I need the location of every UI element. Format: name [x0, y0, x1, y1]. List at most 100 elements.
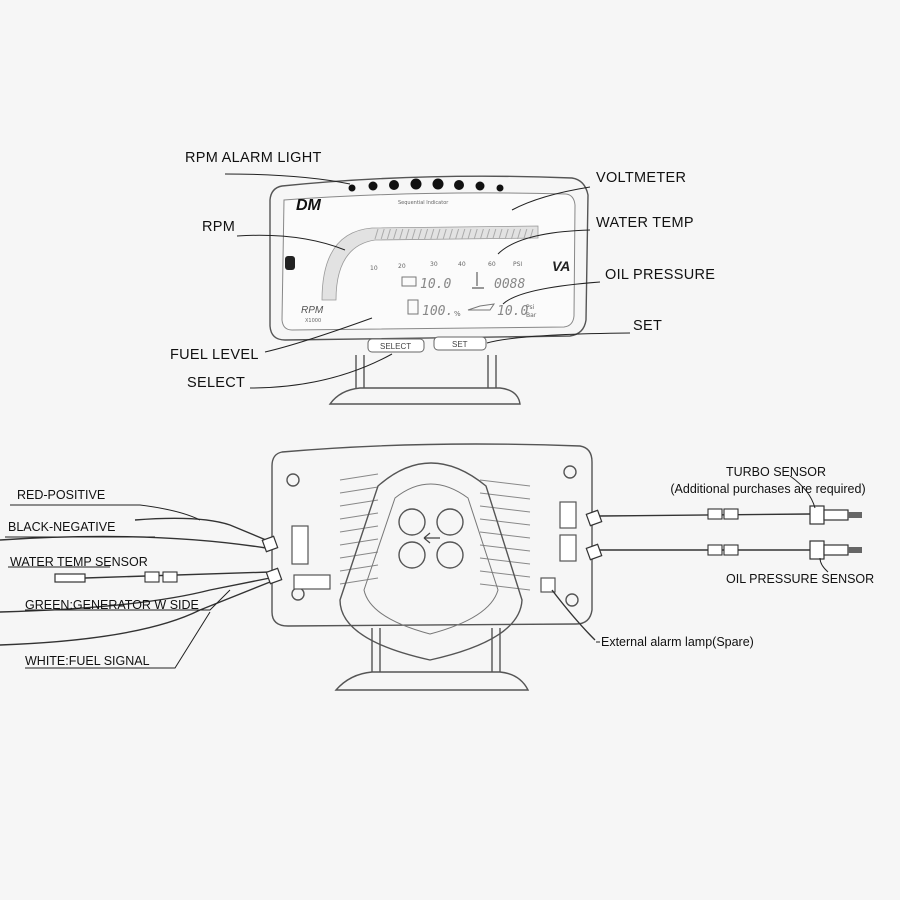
rpm-segment — [504, 228, 509, 240]
voltage-readout: 10.0 — [420, 277, 451, 292]
alarm-light-7 — [475, 181, 485, 191]
rpm-sweep-arc: 10 20 30 40 60 PSI — [321, 225, 539, 301]
clover-arrow-icon — [423, 532, 440, 544]
heat-sink-fin — [339, 525, 379, 533]
rpm-segment — [455, 228, 460, 240]
heat-sink-fin — [339, 499, 379, 507]
power-plug — [261, 535, 279, 553]
fuel-readout: 100. — [422, 304, 453, 319]
central-mount-frame — [339, 462, 523, 661]
rear-mount-bracket — [334, 628, 530, 691]
label-green-generator: GREEN:GENERATOR W SIDE — [25, 598, 199, 612]
water-temp-inline-2 — [162, 571, 178, 583]
front-leader-lines — [224, 173, 631, 389]
sensor-plug — [265, 567, 283, 585]
rpm-segment — [467, 228, 472, 240]
gauge-housing — [269, 175, 589, 341]
rpm-segment — [479, 228, 484, 240]
heat-sink-fin — [339, 486, 379, 494]
heat-sink-fin — [479, 583, 531, 591]
oil-plug — [585, 543, 603, 561]
rpm-segment — [498, 228, 503, 240]
mount-cloverleaf — [398, 508, 464, 569]
rpm-segment-ticks — [374, 228, 534, 240]
power-connector — [291, 525, 309, 565]
wire-red-positive — [134, 517, 267, 541]
wire-green-generator — [0, 577, 271, 613]
rpm-segment — [424, 228, 429, 240]
alarm-light-2 — [368, 181, 378, 191]
rpm-segment — [473, 228, 478, 240]
alarm-light-3 — [389, 180, 399, 190]
turbo-plug — [585, 509, 603, 527]
rpm-segment — [380, 228, 385, 240]
rpm-segment — [374, 228, 379, 240]
rpm-segment — [417, 228, 422, 240]
rpm-tick-40: 40 — [458, 261, 466, 268]
water-temp-probe — [54, 573, 86, 583]
screw-hole-tr — [563, 465, 577, 479]
heat-sink-fin — [479, 531, 531, 539]
heat-sink-fin — [339, 473, 379, 481]
rpm-alarm-light-row — [348, 178, 504, 192]
wire-black-negative — [0, 535, 267, 549]
screw-hole-tl — [286, 473, 300, 487]
turbo-inline-2 — [723, 508, 739, 520]
turbo-connector — [559, 501, 577, 529]
wire-alarm-lamp — [551, 589, 596, 641]
oil-connector — [559, 534, 577, 562]
oil-readout: 10.0 — [497, 304, 528, 319]
rpm-segment — [405, 228, 410, 240]
front-mount-bracket — [328, 355, 521, 405]
heat-sink-fin — [339, 512, 379, 520]
rear-housing — [271, 443, 593, 627]
label-red-positive: RED-POSITIVE — [17, 488, 105, 502]
oil-inline-1 — [707, 544, 723, 556]
label-voltmeter: VOLTMETER — [596, 170, 686, 186]
label-black-negative: BLACK-NEGATIVE — [8, 520, 115, 534]
label-water-temp-sensor: WATER TEMP SENSOR — [10, 555, 148, 569]
oil-pressure-sensor-body — [809, 540, 862, 560]
clover-circle-4 — [436, 541, 464, 569]
rear-labels: RED-POSITIVE BLACK-NEGATIVE WATER TEMP S… — [8, 465, 874, 668]
battery-icon — [401, 276, 417, 287]
rpm-tick-10: 10 — [370, 265, 378, 272]
screw-hole-br — [565, 593, 579, 607]
left-wiring — [0, 517, 283, 646]
heat-sink-fin — [479, 505, 531, 513]
heat-sink-fins — [339, 473, 531, 591]
alarm-light-1 — [348, 184, 356, 192]
turbo-sensor-body — [809, 505, 862, 525]
ambient-sensor — [285, 256, 295, 270]
label-white-fuel: WHITE:FUEL SIGNAL — [25, 654, 150, 668]
clover-circle-2 — [436, 508, 464, 536]
set-button-shape — [433, 336, 487, 351]
bar-unit: Bar — [526, 312, 537, 319]
central-mount-inner — [363, 483, 499, 635]
label-fuel-level: FUEL LEVEL — [170, 347, 259, 363]
sequential-indicator-caption: Sequential Indicator — [398, 200, 449, 206]
turbo-inline-1 — [707, 508, 723, 520]
psi-unit: Psi — [526, 304, 535, 311]
rpm-segment — [411, 228, 416, 240]
gauge-front-view: DM Sequential Indicator 10 20 30 40 60 P… — [269, 175, 589, 405]
label-rpm-alarm-light: RPM ALARM LIGHT — [185, 150, 322, 166]
select-button-shape — [367, 338, 425, 353]
right-wiring — [551, 505, 862, 641]
rpm-tick-30: 30 — [430, 261, 438, 268]
front-labels: RPM ALARM LIGHT VOLTMETER RPM WATER TEMP… — [170, 150, 715, 391]
label-set: SET — [633, 318, 662, 334]
rpm-segment — [486, 228, 491, 240]
wire-white-fuel — [0, 581, 271, 646]
alarm-light-5 — [432, 178, 444, 190]
clover-circle-1 — [398, 508, 426, 536]
label-rpm: RPM — [202, 219, 235, 235]
alarm-connector — [540, 577, 556, 593]
label-turbo-note: (Additional purchases are required) — [670, 482, 865, 496]
oil-inline-2 — [723, 544, 739, 556]
heat-sink-fin — [479, 518, 531, 526]
rpm-tick-psi: PSI — [513, 261, 522, 268]
sensor-connector-left — [293, 574, 331, 590]
